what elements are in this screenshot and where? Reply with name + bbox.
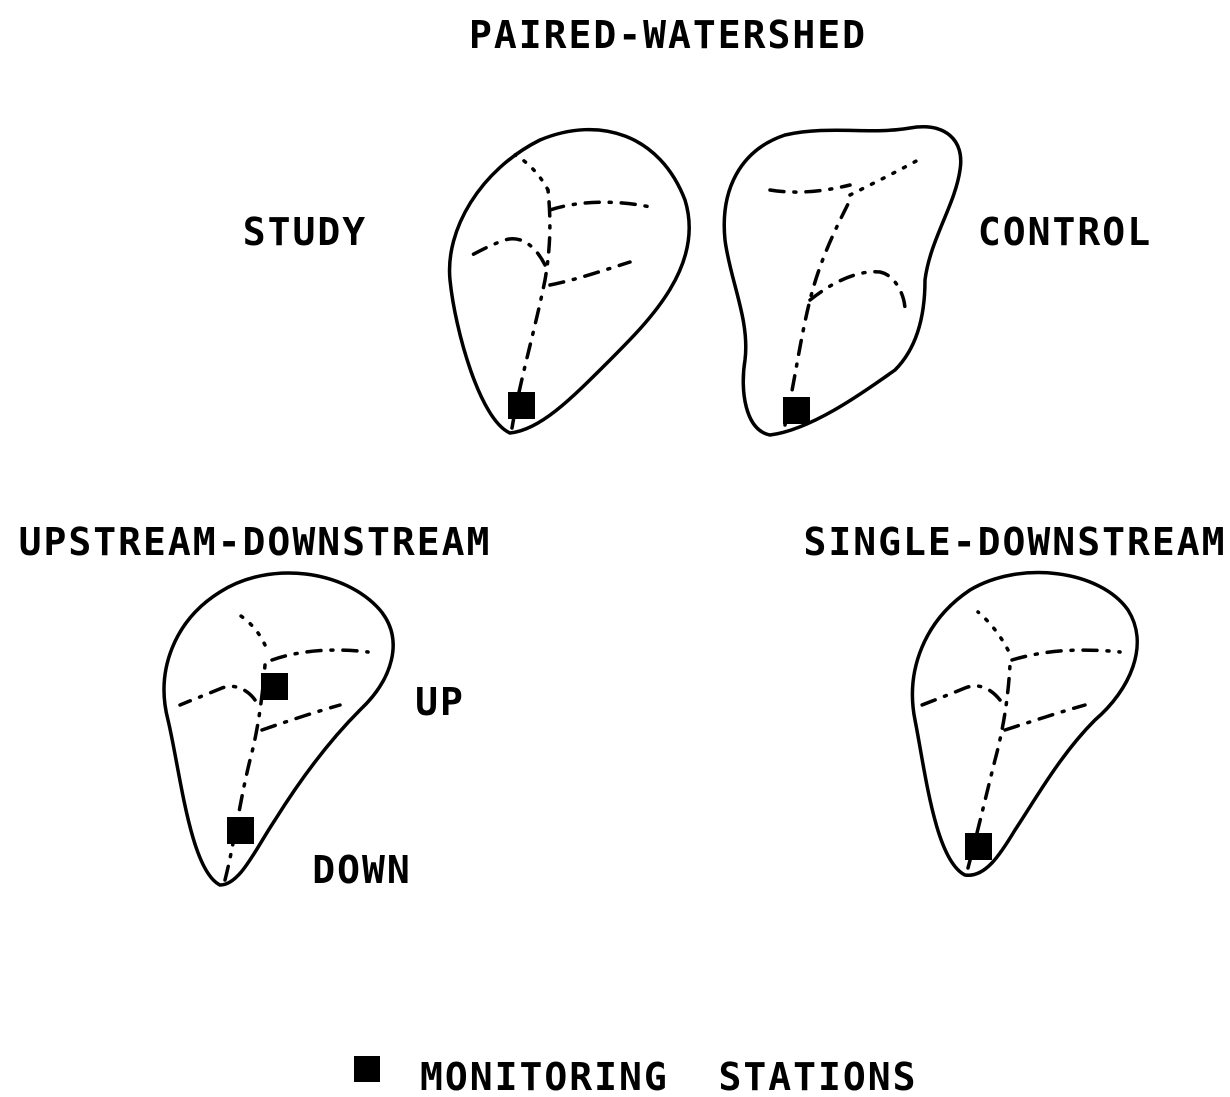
single-tributary-lower <box>1003 703 1087 732</box>
single-monitoring-station <box>965 833 992 860</box>
single-tributary-left <box>920 684 1002 707</box>
single-tributary-top <box>976 610 1010 652</box>
upstream-downstream-watershed <box>162 571 395 887</box>
single-main-stream <box>966 663 1012 870</box>
study-main-stream <box>510 188 552 430</box>
updown-watershed-boundary <box>162 571 395 887</box>
control-tributary-lower <box>808 270 907 312</box>
legend-label: MONITORING STATIONS <box>420 1055 918 1097</box>
single-downstream-title: SINGLE-DOWNSTREAM <box>804 520 1227 564</box>
study-tributary-top <box>513 153 550 192</box>
down-label: DOWN <box>312 848 412 892</box>
legend-station-symbol <box>354 1056 380 1082</box>
study-monitoring-station <box>508 392 535 419</box>
study-watershed <box>447 127 691 435</box>
updown-down-monitoring-station <box>227 817 254 844</box>
control-label: CONTROL <box>978 210 1152 254</box>
updown-tributary-right <box>270 648 370 662</box>
up-label: UP <box>415 680 465 724</box>
updown-tributary-top <box>233 610 267 647</box>
updown-tributary-lower <box>260 703 342 732</box>
upstream-downstream-title: UPSTREAM-DOWNSTREAM <box>19 520 492 564</box>
paired-watershed-title: PAIRED-WATERSHED <box>469 13 867 57</box>
control-watershed-boundary <box>722 125 963 437</box>
study-watershed-boundary <box>447 127 691 435</box>
study-label: STUDY <box>243 210 367 254</box>
study-tributary-right <box>548 200 657 212</box>
study-tributary-lower <box>548 260 632 287</box>
control-main-stream <box>783 198 852 427</box>
legend: MONITORING STATIONS <box>354 1055 918 1097</box>
control-tributary-top-right <box>848 158 920 197</box>
control-tributary-top-left <box>768 183 852 194</box>
study-tributary-left <box>464 237 547 267</box>
updown-tributary-left <box>178 684 257 707</box>
control-watershed <box>722 125 963 437</box>
updown-up-monitoring-station <box>261 673 288 700</box>
control-monitoring-station <box>783 397 810 424</box>
single-tributary-right <box>1010 648 1122 662</box>
single-downstream-watershed <box>910 570 1139 877</box>
single-watershed-boundary <box>910 570 1139 877</box>
